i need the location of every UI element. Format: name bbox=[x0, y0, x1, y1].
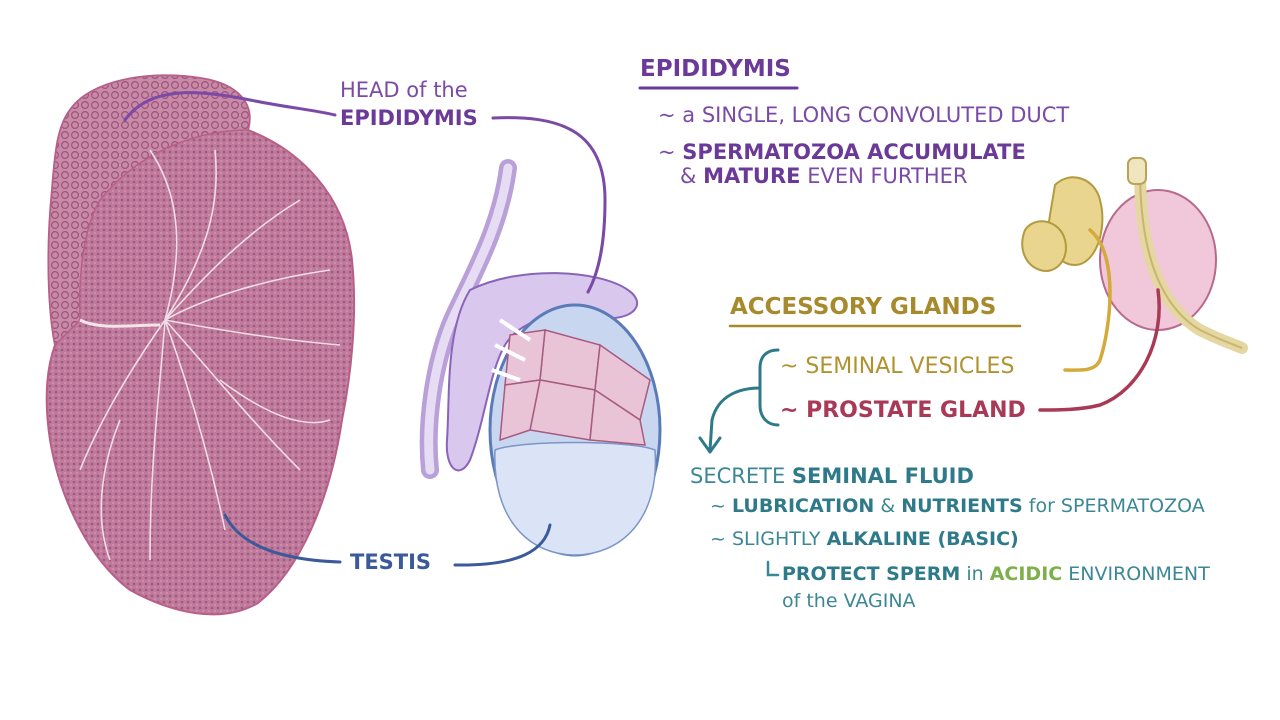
urethra-top bbox=[1127, 157, 1147, 185]
epididymis-leader-line bbox=[491, 116, 607, 294]
accessory-glands-illustration bbox=[1021, 157, 1248, 412]
seminal-vesicles-label: ~ SEMINAL VESICLES bbox=[780, 354, 1015, 379]
testis-leader-line-left bbox=[223, 513, 342, 564]
secrete-point-1: ~ LUBRICATION & NUTRIENTS for SPERMATOZO… bbox=[710, 495, 1205, 517]
epididymis-title: EPIDIDYMIS bbox=[640, 56, 791, 82]
head-of-the-label: HEAD of the bbox=[340, 78, 468, 102]
secrete-point-3: PROTECT SPERM in ACIDIC ENVIRONMENT bbox=[782, 563, 1210, 585]
testis-epididymis-illustration bbox=[419, 159, 662, 557]
testis-label: TESTIS bbox=[350, 550, 432, 574]
testis-lower-cavity bbox=[494, 441, 657, 556]
seminal-vesicle-duct bbox=[1063, 228, 1112, 372]
prostate-leader-line bbox=[1038, 288, 1161, 412]
down-arrow-head bbox=[698, 436, 722, 454]
epididymis-point-3: & MATURE EVEN FURTHER bbox=[680, 164, 968, 188]
head-epididymis-label: EPIDIDYMIS bbox=[340, 106, 478, 130]
histology-septa bbox=[79, 149, 341, 561]
histology-capsule-head bbox=[47, 74, 251, 347]
gland-bracket bbox=[758, 348, 780, 427]
testis-leader-line-right bbox=[453, 523, 552, 567]
accessory-glands-title: ACCESSORY GLANDS bbox=[730, 294, 997, 320]
secrete-seminal-fluid-heading: SECRETE SEMINAL FLUID bbox=[690, 464, 974, 488]
secrete-point-2: ~ SLIGHTLY ALKALINE (BASIC) bbox=[710, 528, 1019, 550]
testis-histology-section bbox=[45, 74, 356, 616]
head-leader-line bbox=[123, 91, 337, 122]
secrete-point-4: of the VAGINA bbox=[782, 590, 916, 612]
seminal-vesicles-shape bbox=[1021, 176, 1104, 272]
prostate-gland-label: ~ PROSTATE GLAND bbox=[780, 398, 1026, 423]
testis-lobules bbox=[499, 329, 651, 446]
epididymis-point-2: ~ SPERMATOZOA ACCUMULATE bbox=[658, 140, 1026, 164]
bracket-to-arrow bbox=[708, 386, 762, 452]
epididymis-body bbox=[445, 272, 639, 472]
sub-bracket bbox=[766, 560, 780, 577]
epididymis-point-1: ~ a SINGLE, LONG CONVOLUTED DUCT bbox=[658, 103, 1070, 127]
efferent-ductules bbox=[491, 318, 532, 382]
histology-septum bbox=[79, 318, 161, 328]
